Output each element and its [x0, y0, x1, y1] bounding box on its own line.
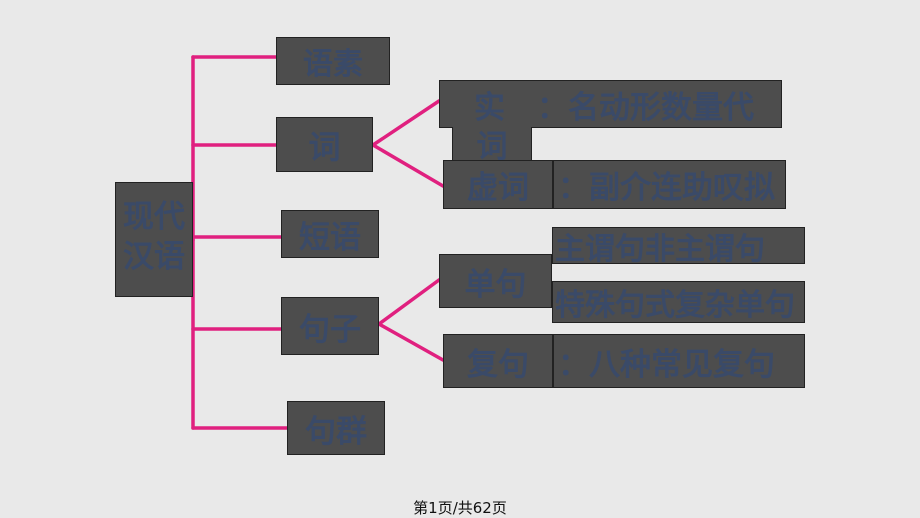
connector-juzi-to-fuju — [377, 322, 445, 362]
node-yusu: 语素 — [276, 37, 390, 85]
node-danju-item-1: 主谓句非主谓句 — [552, 227, 805, 264]
node-fuju: 复句 — [443, 334, 553, 388]
node-shici-lead: 实 — [439, 80, 531, 128]
node-ci: 词 — [276, 117, 373, 172]
node-juqun: 句群 — [287, 401, 385, 455]
connector-ci-to-shici — [371, 99, 441, 147]
page-indicator: 第1页/共62页 — [413, 499, 507, 517]
node-shici-list: ：名动形数量代 — [531, 80, 782, 128]
connector-juzi-to-danju — [377, 278, 441, 326]
root-node: 现代汉语 — [115, 182, 193, 297]
node-xuci-list: ：副介连助叹拟 — [553, 160, 786, 209]
node-fuju-list: ：八种常见复句 — [553, 334, 805, 388]
node-danju: 单句 — [439, 254, 552, 308]
node-xuci-lead: 虚词 — [443, 160, 553, 209]
node-danju-item-2: 特殊句式复杂单句 — [552, 281, 805, 323]
node-shici-tail: 词 — [452, 127, 532, 161]
node-juzi: 句子 — [281, 297, 379, 355]
connector-ci-to-xuci — [371, 143, 445, 188]
node-duanyu: 短语 — [281, 210, 379, 258]
